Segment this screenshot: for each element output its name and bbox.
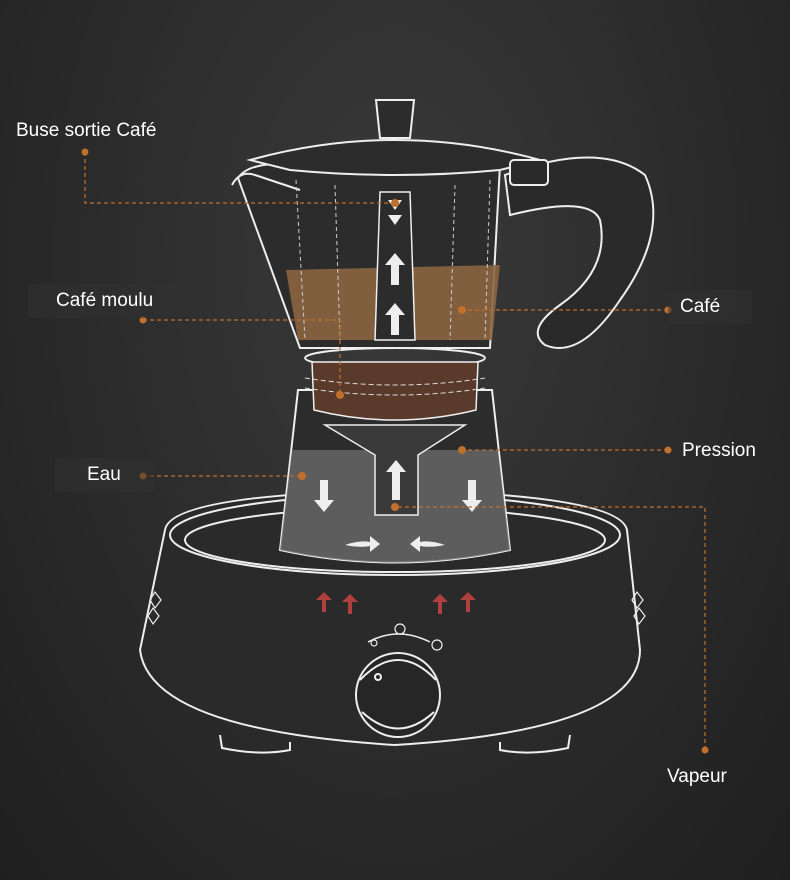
electric-stove	[138, 488, 646, 754]
label-ground-coffee: Café moulu	[28, 284, 218, 318]
label-nozzle: Buse sortie Café	[16, 120, 157, 141]
leader-lines	[84, 152, 706, 750]
coffee-chamber	[231, 99, 655, 349]
heat-arrows	[316, 592, 476, 614]
ground-coffee-basket	[304, 347, 486, 421]
label-coffee: Café	[668, 290, 752, 324]
label-water: Eau	[55, 458, 155, 492]
label-steam: Vapeur	[667, 766, 727, 787]
flow-arrows	[314, 200, 482, 552]
label-pressure: Pression	[682, 440, 756, 461]
